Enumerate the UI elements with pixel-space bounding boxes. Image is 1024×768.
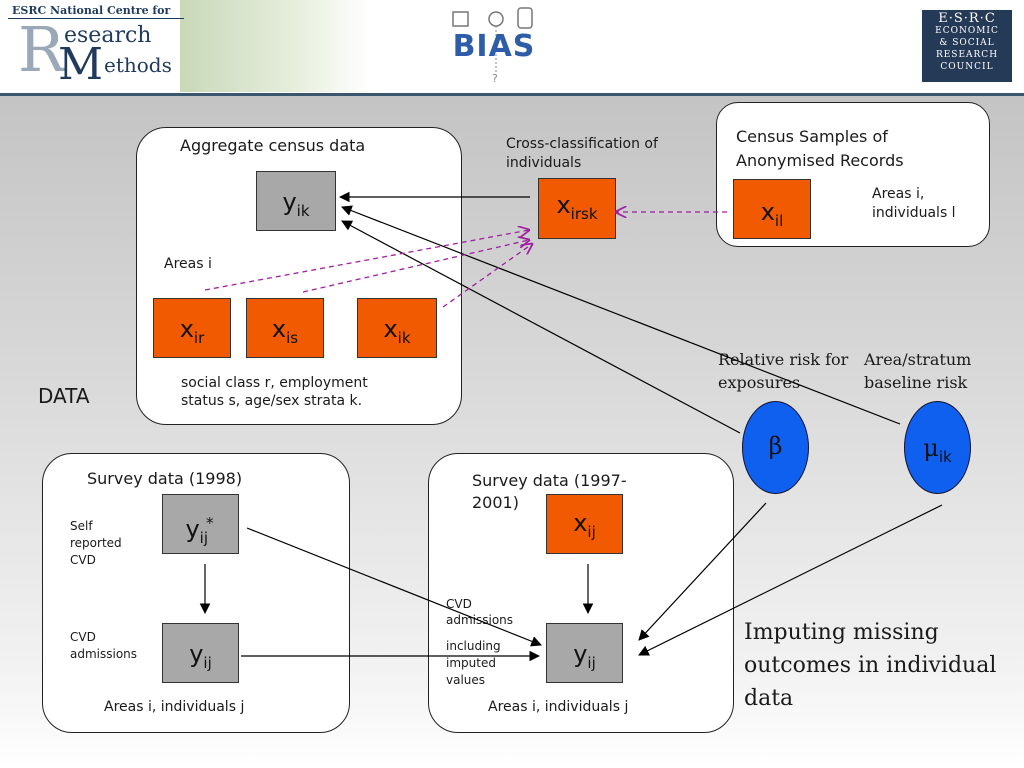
x-ir-node: xir <box>153 298 231 358</box>
cvd-admissions-1998-line2: admissions <box>70 647 138 661</box>
svg-text:?: ? <box>492 72 498 85</box>
cross-label-line2: individuals <box>506 155 582 171</box>
header-divider <box>0 93 1024 96</box>
cvd-admissions-9701-line2: admissions <box>446 613 514 627</box>
x-ik-node: xik <box>357 298 437 358</box>
x-is-sub: is <box>286 328 299 347</box>
imputing-line1: Imputing missing <box>744 620 939 645</box>
y-ij-9701-sub: ij <box>587 653 596 672</box>
ncrm-logo-research: esearch <box>64 23 152 48</box>
baseline-risk-line2: baseline risk <box>864 373 968 392</box>
survey-9701-title-line1: Survey data (1997- <box>472 471 627 490</box>
ncrm-logo-methods: ethods <box>104 53 172 77</box>
x-il-base: x <box>760 198 775 226</box>
beta-symbol: β <box>768 432 783 460</box>
x-irsk-base: x <box>556 191 571 219</box>
cvd-admissions-1998-line1: CVD <box>70 630 96 644</box>
x-il-sub: il <box>774 211 784 230</box>
y-ik-node: yik <box>256 171 336 231</box>
including-imputed-line2: imputed <box>446 656 496 670</box>
ncrm-logo: ESRC National Centre for R M esearch eth… <box>8 2 184 88</box>
census-caption-line1: social class r, employment <box>181 375 368 391</box>
sar-title-line1: Census Samples of <box>736 127 888 146</box>
y-ij-star-sub: ij <box>199 528 209 547</box>
relative-risk-line2: exposures <box>718 373 801 392</box>
survey-1998-title: Survey data (1998) <box>87 469 243 488</box>
self-reported-line1: Self <box>70 519 93 533</box>
ncrm-logo-r: R <box>18 13 65 86</box>
beta-node: β <box>742 401 809 494</box>
mu-ik-node: μik <box>904 401 971 494</box>
x-is-base: x <box>271 315 287 343</box>
header-bar: ESRC National Centre for R M esearch eth… <box>0 0 1024 94</box>
census-caption-line2: status s, age/sex strata k. <box>181 393 363 409</box>
x-ir-base: x <box>179 315 194 343</box>
header-photo-strip <box>180 0 370 92</box>
mu-ik-sub: ik <box>938 447 952 466</box>
including-imputed-line1: including <box>446 639 501 653</box>
esrc-logo-line2: ECONOMIC <box>935 26 999 36</box>
x-ij-sub: ij <box>587 522 596 541</box>
y-ij-star-node: yij* <box>162 494 239 554</box>
survey-9701-caption: Areas i, individuals j <box>488 699 629 715</box>
y-ij-9701-base: y <box>573 640 588 668</box>
census-panel-title: Aggregate census data <box>180 136 366 155</box>
cross-label-line1: Cross-classification of <box>506 136 658 152</box>
x-is-node: xis <box>246 298 324 358</box>
y-ij-1998-base: y <box>189 640 204 668</box>
relative-risk-line1: Relative risk for <box>718 350 849 369</box>
esrc-logo-line5: COUNCIL <box>940 62 994 72</box>
bias-logo-text: BIAS <box>452 29 536 64</box>
y-ij-star-sup: * <box>206 514 214 532</box>
esrc-logo-line1: E·S·R·C <box>938 11 996 26</box>
y-ij-9701-node: yij <box>546 623 623 683</box>
sar-areas-line1: Areas i, <box>872 186 925 202</box>
including-imputed-line3: values <box>446 673 486 687</box>
x-ir-sub: ir <box>193 328 205 347</box>
y-ik-base: y <box>282 188 297 216</box>
self-reported-line3: CVD <box>70 553 96 567</box>
x-irsk-sub: irsk <box>570 204 598 223</box>
y-ij-1998-node: yij <box>162 623 239 683</box>
x-il-node: xil <box>733 179 811 239</box>
x-ik-base: x <box>383 315 398 343</box>
x-ij-node: xij <box>546 494 623 554</box>
imputing-line2: outcomes in individual <box>744 653 997 678</box>
esrc-logo-line3: & SOCIAL <box>939 38 995 48</box>
baseline-risk-line1: Area/stratum <box>864 350 972 369</box>
y-ij-1998-sub: ij <box>203 653 212 672</box>
survey-1998-caption: Areas i, individuals j <box>104 699 245 715</box>
census-areas-label: Areas i <box>164 256 212 272</box>
bias-logo: ? BIAS <box>444 4 544 88</box>
x-ik-sub: ik <box>397 328 411 347</box>
ncrm-logo-m: M <box>58 39 104 90</box>
x-ij-base: x <box>573 509 588 537</box>
y-ij-star-base: y <box>185 515 200 543</box>
data-label: DATA <box>38 384 90 408</box>
self-reported-line2: reported <box>70 536 122 550</box>
survey-9701-title-line2: 2001) <box>472 493 519 512</box>
y-ik-sub: ik <box>296 201 310 220</box>
x-irsk-node: xirsk <box>538 178 616 239</box>
ncrm-logo-top-text: ESRC National Centre for <box>8 2 184 19</box>
esrc-logo-line4: RESEARCH <box>935 50 999 60</box>
sar-areas-line2: individuals l <box>872 205 956 221</box>
bias-logo-icon: ? <box>452 7 533 85</box>
esrc-logo: E·S·R·C ECONOMIC & SOCIAL RESEARCH COUNC… <box>922 10 1012 82</box>
imputing-line3: data <box>744 686 794 711</box>
sar-title-line2: Anonymised Records <box>736 151 904 170</box>
cvd-admissions-9701-line1: CVD <box>446 597 472 611</box>
mu-ik-base: μ <box>923 434 939 462</box>
